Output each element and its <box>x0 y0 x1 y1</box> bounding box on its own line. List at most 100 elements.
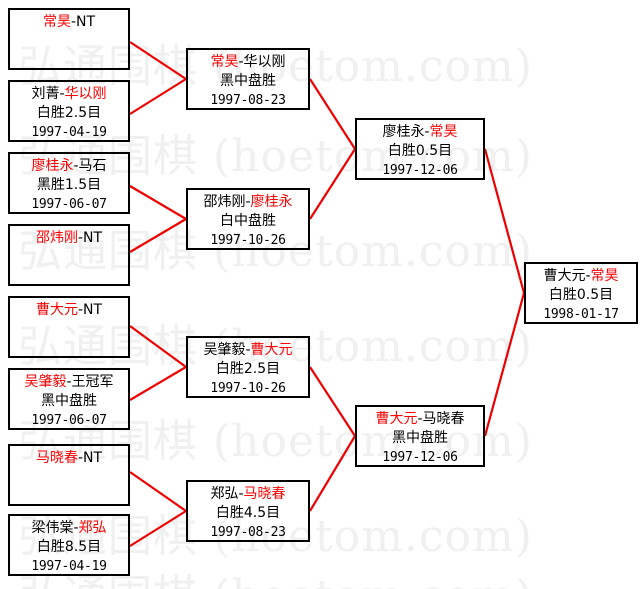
connector-line <box>129 366 187 401</box>
match-result: 白中盘胜 <box>220 213 276 229</box>
connector-line <box>129 510 187 547</box>
match-players: 梁伟棠-郑弘 <box>10 519 128 538</box>
player-right: NT <box>76 14 96 30</box>
player-right: 华以刚 <box>64 86 107 102</box>
player-left: 刘菁 <box>31 86 60 102</box>
match-date: 1997-12-06 <box>382 450 458 465</box>
player-left: 吴肇毅 <box>203 342 246 358</box>
player-left: 邵炜刚 <box>203 194 246 210</box>
connector-line <box>129 185 187 220</box>
match-box[interactable]: 马晓春-NT <box>8 444 130 506</box>
match-result: 白胜2.5目 <box>36 105 102 121</box>
match-players: 廖桂永-马石 <box>10 157 128 176</box>
connector-line <box>483 148 526 294</box>
player-left: 马晓春 <box>35 450 78 466</box>
player-separator: - <box>245 194 251 210</box>
player-separator: - <box>77 450 84 466</box>
match-date: 1997-04-19 <box>31 559 107 574</box>
match-players: 曹大元-NT <box>10 301 128 320</box>
connector-line <box>309 148 356 220</box>
player-left: 邵炜刚 <box>35 230 78 246</box>
player-left: 常昊 <box>42 14 71 30</box>
match-players: 吴肇毅-王冠军 <box>10 373 128 392</box>
player-left: 曹大元 <box>543 268 586 284</box>
match-date: 1997-08-23 <box>210 93 286 108</box>
match-date: 1997-08-23 <box>210 525 286 540</box>
player-separator: - <box>245 342 251 358</box>
match-date: 1997-10-26 <box>210 233 286 248</box>
player-separator: - <box>417 411 423 427</box>
match-players: 邵炜刚-廖桂永 <box>188 193 308 212</box>
player-left: 廖桂永 <box>31 158 74 174</box>
match-players: 常昊-NT <box>10 13 128 32</box>
connector-line <box>129 218 187 253</box>
match-players: 廖桂永-常昊 <box>357 123 483 142</box>
player-separator: - <box>238 486 244 502</box>
player-separator: - <box>77 230 84 246</box>
match-box[interactable]: 邵炜刚-廖桂永白中盘胜 1997-10-26 <box>186 188 310 250</box>
match-players: 吴肇毅-曹大元 <box>188 341 308 360</box>
match-date: 1997-04-19 <box>31 125 107 140</box>
match-box[interactable]: 邵炜刚-NT <box>8 224 130 286</box>
player-right: 华以刚 <box>243 54 286 70</box>
match-players: 刘菁-华以刚 <box>10 85 128 104</box>
match-date: 1997-12-06 <box>382 163 458 178</box>
player-right: 常昊 <box>590 268 619 284</box>
player-right: 王冠军 <box>71 374 114 390</box>
match-players: 常昊-华以刚 <box>188 53 308 72</box>
player-separator: - <box>238 54 244 70</box>
player-left: 曹大元 <box>375 411 418 427</box>
player-separator: - <box>73 520 79 536</box>
match-date: 1997-10-26 <box>210 381 286 396</box>
match-date: 1997-06-07 <box>31 197 107 212</box>
player-separator: - <box>59 86 65 102</box>
match-players: 马晓春-NT <box>10 449 128 468</box>
match-players: 曹大元-马晓春 <box>357 410 483 429</box>
player-separator: - <box>585 268 591 284</box>
player-right: 曹大元 <box>250 342 293 358</box>
match-box[interactable]: 常昊-NT <box>8 8 130 70</box>
player-separator: - <box>70 14 77 30</box>
match-box[interactable]: 郑弘-马晓春白胜4.5目 1997-08-23 <box>186 480 310 542</box>
match-result: 黑中盘胜 <box>392 430 448 446</box>
match-players: 郑弘-马晓春 <box>188 485 308 504</box>
player-left: 常昊 <box>210 54 239 70</box>
connector-line <box>309 366 356 437</box>
match-result: 白胜2.5目 <box>215 361 281 377</box>
player-left: 廖桂永 <box>382 124 425 140</box>
player-right: NT <box>83 302 103 318</box>
connector-line <box>129 471 187 512</box>
player-right: 常昊 <box>429 124 458 140</box>
match-result: 黑胜1.5目 <box>36 177 102 193</box>
match-result: 黑中盘胜 <box>41 393 97 409</box>
connector-line <box>129 325 187 368</box>
player-right: 马石 <box>78 158 107 174</box>
match-box[interactable]: 梁伟棠-郑弘白胜8.5目 1997-04-19 <box>8 514 130 576</box>
player-left: 曹大元 <box>35 302 78 318</box>
connector-line <box>309 435 356 512</box>
player-right: 马晓春 <box>422 411 465 427</box>
match-date: 1998-01-17 <box>543 307 619 322</box>
player-left: 吴肇毅 <box>24 374 67 390</box>
match-players: 邵炜刚-NT <box>10 229 128 248</box>
player-separator: - <box>66 374 72 390</box>
player-separator: - <box>73 158 79 174</box>
player-separator: - <box>77 302 84 318</box>
match-date: 1997-06-07 <box>31 413 107 428</box>
match-box[interactable]: 曹大元-NT <box>8 296 130 358</box>
player-left: 梁伟棠 <box>31 520 74 536</box>
match-result: 黑中盘胜 <box>220 73 276 89</box>
player-left: 郑弘 <box>210 486 239 502</box>
player-separator: - <box>424 124 430 140</box>
match-result: 白胜8.5目 <box>36 539 102 555</box>
match-result: 白胜4.5目 <box>215 505 281 521</box>
